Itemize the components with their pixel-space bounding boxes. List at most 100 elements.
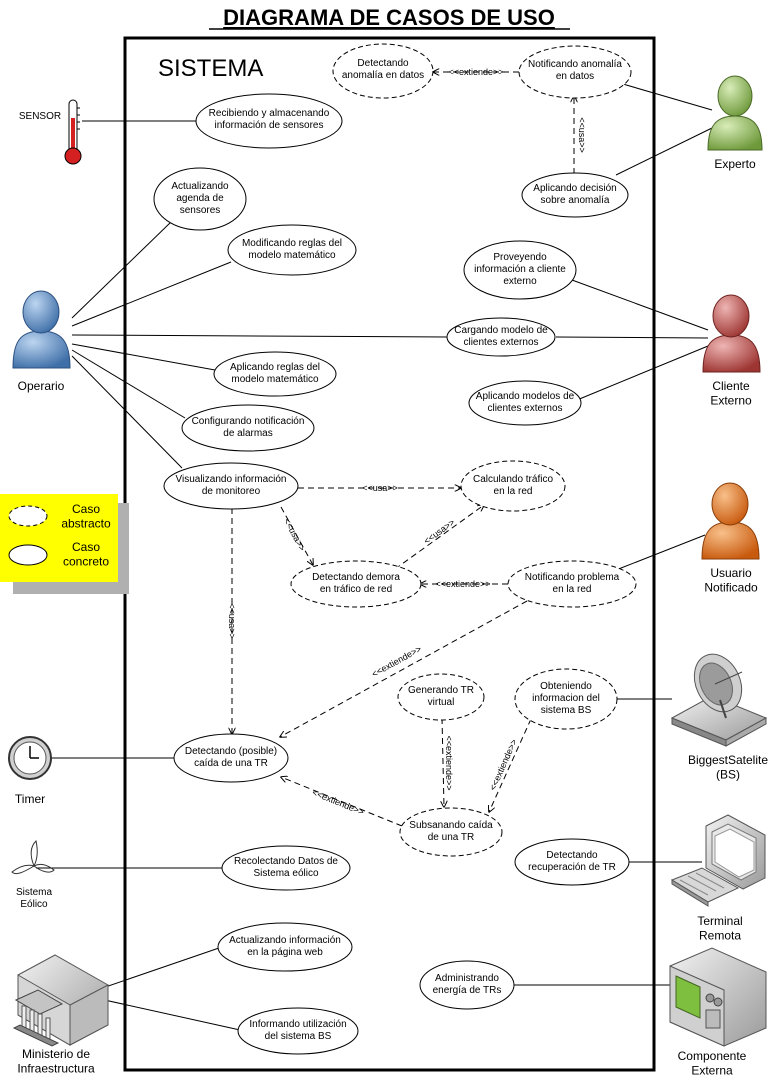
assoc-cliente-modelos [576, 345, 709, 401]
text-line: Eólico [20, 899, 48, 910]
text-line: del sistema BS [265, 1031, 332, 1042]
text-line: Sistema eólico [253, 868, 318, 879]
text-line: informacion del [532, 693, 600, 704]
rel-label-extiende: <<extiende>> [435, 579, 490, 589]
text-line: externo [503, 276, 537, 287]
text-line: abstracto [61, 516, 111, 530]
text-line: Notificado [704, 580, 758, 594]
text-line: Operario [18, 379, 65, 393]
text-line: modelo matemático [231, 374, 319, 385]
text-line: Generando TR [408, 685, 474, 696]
text-line: virtual [428, 697, 455, 708]
clock-icon [8, 736, 52, 780]
text-line: Detectando (posible) [185, 746, 277, 757]
text-line: Visualizando información [176, 474, 287, 485]
assoc-cliente-cargando [555, 336, 709, 339]
actor-sensor[interactable]: SENSOR [19, 99, 82, 165]
actor-operario[interactable]: Operario [12, 290, 71, 393]
text-line: Timer [15, 792, 45, 806]
actor-biggest-satelite[interactable]: BiggestSatelite(BS) [670, 647, 768, 782]
building-icon [12, 954, 109, 1047]
assoc-operario-agenda [71, 221, 172, 319]
system-label: SISTEMA [158, 55, 263, 82]
assoc-operario-reglas [71, 261, 232, 327]
use-case-detectando-caida[interactable]: Detectando (posible)caída de una TR [173, 733, 289, 783]
text-line: Externa [691, 1063, 733, 1077]
text-line: agenda de [176, 193, 224, 204]
assoc-cliente-proveyendo [571, 279, 709, 331]
rel-label-usa: <<usa>> [227, 603, 237, 639]
text-line: en datos [556, 71, 594, 82]
person-icon [702, 294, 761, 373]
text-line: Infraestructura [17, 1061, 95, 1075]
text-line: (BS) [716, 767, 740, 781]
rel-label-usa: <<usa>> [282, 517, 308, 553]
text-line: Configurando notificación [192, 416, 305, 427]
assoc-operario-aplicando [71, 343, 216, 371]
text-line: Notificando anomalía [528, 59, 622, 70]
person-icon [12, 290, 71, 369]
actor-label: Experto [714, 157, 756, 171]
satellite-dish-icon [670, 653, 768, 747]
text-line: Aplicando reglas del [230, 362, 320, 373]
actor-timer[interactable]: Timer [8, 736, 52, 806]
text-line: Remota [699, 928, 741, 942]
diagram-title: DIAGRAMA DE CASOS DE USO [223, 5, 555, 30]
text-line: Ministerio de [22, 1047, 90, 1061]
text-line: en la página web [247, 947, 323, 958]
text-line: Aplicando modelos de [476, 391, 575, 402]
text-line: de alarmas [223, 428, 272, 439]
actor-experto[interactable]: Experto [707, 75, 763, 171]
rel-label-extiende: <<extiende>> [311, 787, 366, 817]
text-line: Aplicando decisión [533, 183, 616, 194]
text-line: sistema BS [541, 705, 592, 716]
text-line: clientes externos [487, 403, 562, 414]
legend-abstract-symbol [8, 505, 48, 527]
